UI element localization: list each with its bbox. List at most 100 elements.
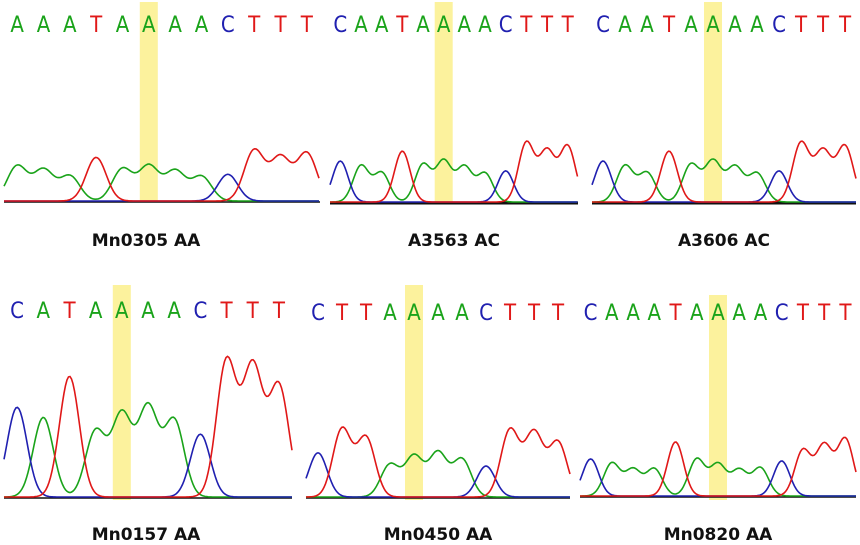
trace-thymine-line [305,426,571,498]
base-call-letter: A [195,13,209,38]
base-call-letter: A [375,13,389,38]
trace-thymine-line [4,147,320,202]
panel-label: A3606 AC [678,231,770,251]
base-call-letter: T [300,13,314,38]
base-call-letter: A [407,301,421,326]
base-call-letter: C [333,13,347,38]
base-call-letter: C [10,299,24,324]
base-call-letter: C [499,13,513,38]
base-call-letter: T [838,13,852,38]
base-call-letter: A [37,299,51,324]
highlight-band [139,2,158,202]
base-call-letter: A [626,301,640,326]
base-call-letter: T [335,301,349,326]
base-call-letter: T [794,13,808,38]
base-call-letter: C [772,13,786,38]
base-call-letter: T [89,13,103,38]
base-call-letter: A [618,13,632,38]
base-call-letter: T [838,301,852,326]
highlight-band [704,2,722,202]
base-call-letter: A [605,301,619,326]
trace-cytosine-line [305,451,570,498]
trace-adenine-line [592,158,856,203]
trace-cytosine-line [4,173,319,202]
panel-label: Mn0450 AA [384,525,493,545]
base-call-letter: A [89,299,103,324]
trace-cytosine-line [3,406,292,498]
base-call-letter: T [62,299,76,324]
base-call-letter: A [115,299,129,324]
trace-adenine-line [3,163,319,202]
base-call-letter: T [246,299,260,324]
base-call-letter: T [796,301,810,326]
base-call-letter: A [63,13,77,38]
panel-label: Mn0157 AA [92,525,201,545]
base-call-letter: A [416,13,430,38]
base-call-letter: T [527,301,541,326]
base-call-letter: A [10,13,24,38]
panel-label: Mn0305 AA [92,231,201,251]
base-call-letter: A [354,13,368,38]
base-call-letter: A [728,13,742,38]
base-call-letter: A [116,13,130,38]
base-call-letter: C [775,301,789,326]
base-call-letter: C [596,13,610,38]
base-call-letter: T [503,301,517,326]
base-call-letter: T [519,13,533,38]
base-call-letter: T [668,301,682,326]
base-call-letter: T [272,299,286,324]
trace-cytosine-line [329,160,578,203]
base-call-letter: T [359,301,373,326]
base-call-letter: A [431,301,445,326]
base-call-letter: T [662,13,676,38]
base-call-letter: A [754,301,768,326]
base-call-letter: A [142,13,156,38]
base-call-letter: T [817,301,831,326]
panel-label: Mn0820 AA [664,525,773,545]
base-call-letter: A [732,301,746,326]
base-call-letter: T [219,299,233,324]
highlight-band [709,295,727,500]
trace-thymine-line [4,355,293,498]
trace-adenine-line [306,449,570,498]
base-call-letter: A [455,301,469,326]
base-call-letter: C [584,301,598,326]
base-call-letter: T [395,13,409,38]
base-call-letter: A [141,299,155,324]
base-call-letter: T [561,13,575,38]
trace-thymine-line [580,436,857,497]
trace-thymine-line [330,140,579,203]
base-call-letter: A [478,13,492,38]
base-call-letter: A [37,13,51,38]
base-call-letter: A [437,13,451,38]
base-call-letter: T [540,13,554,38]
base-call-letter: T [273,13,287,38]
base-call-letter: C [479,301,493,326]
base-call-letter: A [640,13,654,38]
base-call-letter: T [816,13,830,38]
base-call-letter: A [648,301,662,326]
base-call-letter: A [750,13,764,38]
base-call-letter: A [458,13,472,38]
base-call-letter: A [168,13,182,38]
base-call-letter: C [311,301,325,326]
base-call-letter: T [551,301,565,326]
highlight-band [434,2,453,202]
trace-adenine-line [330,158,578,203]
base-call-letter: C [221,13,235,38]
base-call-letter: A [167,299,181,324]
trace-thymine-line [592,140,857,203]
base-call-letter: C [193,299,207,324]
panel-label: A3563 AC [408,231,500,251]
base-call-letter: A [690,301,704,326]
highlight-band [405,285,423,500]
highlight-band [112,285,131,500]
base-call-letter: A [711,301,725,326]
base-call-letter: A [706,13,720,38]
trace-adenine-line [3,401,292,498]
